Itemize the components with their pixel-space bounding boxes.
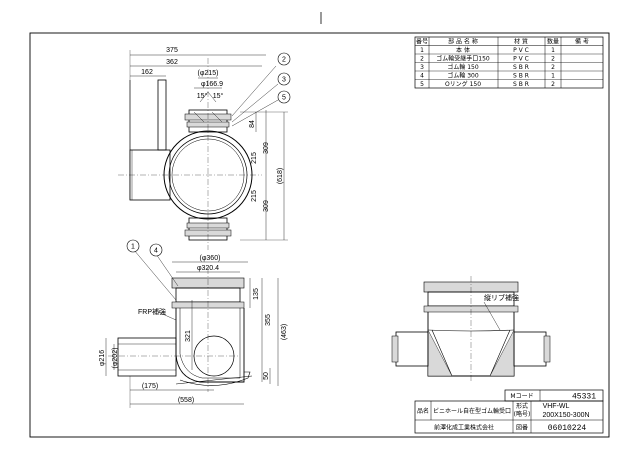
front-dim: 355 [265, 314, 272, 326]
front-dim: φ216 [99, 350, 106, 366]
table-header-material: 材 質 [514, 38, 528, 46]
front-dim: φ320.4 [197, 265, 219, 272]
table-cell: 3 [420, 64, 424, 71]
drawing-no-value: 06010224 [548, 424, 587, 433]
table-header-no: 番号 [416, 39, 428, 46]
sheet-border [29, 32, 610, 438]
front-view [105, 239, 279, 408]
frp-note: FRP補強 [138, 307, 166, 316]
drawing-no-label: 図番 [516, 425, 528, 432]
plan-dim: 162 [141, 69, 153, 76]
product-name-label: 品名 [417, 407, 429, 415]
plan-dim: (618) [277, 168, 284, 184]
table-cell: 1 [551, 47, 555, 54]
product-name: ビニホール自在型ゴム輪受口 [433, 407, 511, 415]
plan-dim: 362 [166, 59, 178, 66]
table-cell: ゴム輪 300 [447, 72, 479, 80]
rib-note: 縦リブ補強 [484, 293, 519, 302]
table-cell: Oリング 150 [445, 80, 481, 88]
table-cell: 本 体 [456, 46, 470, 54]
table-cell: P V C [513, 47, 529, 54]
plan-view [118, 50, 291, 250]
table-cell: S B R [513, 64, 529, 71]
mcode-label: Mコード [510, 393, 533, 400]
front-dim: (463) [281, 324, 288, 340]
plan-dim: φ166.9 [201, 81, 223, 88]
front-dim: (175) [142, 383, 158, 390]
table-cell: 4 [420, 73, 424, 80]
table-cell: 1 [420, 47, 424, 54]
balloon-label: 3 [282, 77, 286, 84]
table-header-qty: 数量 [547, 38, 559, 46]
front-dim: 135 [253, 288, 260, 300]
model-value-2: 200X150-300N [542, 412, 589, 419]
front-dim: 321 [185, 330, 192, 342]
model-label: 形式 [516, 402, 528, 410]
table-header-remarks: 備 考 [575, 38, 589, 46]
table-cell: 5 [420, 81, 424, 88]
mcode-value: 45331 [572, 393, 596, 402]
table-header-name: 部 品 名 称 [448, 38, 478, 46]
model-value: VHF-WL [543, 403, 570, 410]
table-cell: 2 [420, 56, 424, 63]
table-cell: ゴム輪受継手口150 [436, 55, 490, 63]
section-view [391, 276, 551, 382]
balloon-label: 5 [282, 95, 286, 102]
plan-dim: 309 [263, 142, 270, 154]
parts-table: 番号 部 品 名 称 材 質 数量 備 考 1 本 体 P V C 1 2 ゴム… [414, 36, 604, 89]
table-cell: S B R [513, 81, 529, 88]
plan-dim: 375 [166, 47, 178, 54]
table-cell: 2 [551, 56, 555, 63]
table-cell: ゴム輪 150 [447, 63, 479, 71]
front-dim: (φ202) [112, 348, 119, 369]
front-dim: (558) [178, 397, 194, 404]
plan-dim: (φ215) [198, 70, 219, 77]
title-block [414, 389, 604, 434]
balloon-label: 4 [154, 248, 158, 255]
plan-dim: 84 [249, 120, 256, 128]
table-cell: P V C [513, 56, 529, 63]
front-dim: 50 [263, 372, 270, 380]
model-label-2: (略号) [514, 410, 531, 418]
table-cell: S B R [513, 73, 529, 80]
table-cell: 2 [551, 81, 555, 88]
balloon-label: 1 [131, 244, 135, 251]
company-name: 前澤化成工業株式会社 [434, 424, 494, 432]
plan-dim: 309 [263, 200, 270, 212]
plan-dim: 215 [251, 190, 258, 202]
table-cell: 2 [551, 64, 555, 71]
plan-dim: 15° [197, 92, 208, 100]
front-dim: (φ360) [200, 255, 221, 262]
table-cell: 1 [551, 73, 555, 80]
plan-dim: 15° [213, 92, 224, 100]
plan-dim: 215 [251, 152, 258, 164]
balloon-label: 2 [282, 57, 286, 64]
